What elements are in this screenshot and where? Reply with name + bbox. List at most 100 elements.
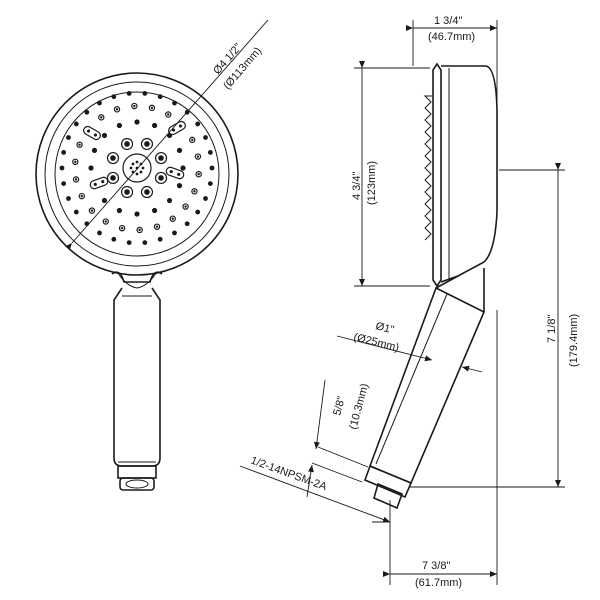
nozzle-hole	[80, 194, 83, 198]
thread-leader	[239, 465, 391, 523]
nozzle-hole	[101, 197, 108, 204]
nozzle-hole	[207, 150, 213, 155]
nozzle-hole	[133, 104, 136, 108]
nozzle-hole	[142, 91, 148, 96]
nozzle-hole	[172, 100, 177, 106]
nozzle-hole	[116, 207, 122, 214]
nozzle-hole	[126, 91, 132, 96]
nozzle-hole	[207, 181, 213, 186]
nozzle-hole	[158, 155, 164, 161]
nozzle-hole	[142, 240, 148, 245]
side-handle-edge	[375, 293, 448, 465]
nozzle-hole	[74, 160, 77, 164]
nozzle-hole	[134, 211, 140, 217]
slot-hole	[93, 133, 98, 137]
nozzle-hole	[124, 141, 130, 147]
nozzle-hole	[66, 196, 71, 201]
nozzle-slot	[89, 176, 109, 190]
nozzle-hole	[126, 240, 132, 245]
connector-metric: (10.3mm)	[347, 382, 371, 431]
nozzle-hole	[73, 209, 79, 215]
nozzle-hole	[84, 109, 90, 115]
hub-dot	[135, 160, 139, 164]
head-body	[440, 65, 498, 283]
depth-metric: (46.7mm)	[428, 31, 475, 43]
nozzle-hole	[193, 190, 196, 193]
nozzle-hole	[104, 220, 107, 223]
nozzle-hole	[196, 155, 200, 158]
nozzle-hole	[195, 121, 201, 127]
slot-hole	[93, 182, 97, 186]
nozzle-hole	[166, 197, 173, 204]
face-plate	[432, 62, 442, 288]
handle-thread	[119, 477, 155, 491]
side-connector	[363, 464, 413, 499]
nozzle-hole	[115, 108, 119, 111]
nozzle-slots	[83, 120, 186, 190]
connector-imperial: 5/8"	[331, 395, 348, 417]
nozzle-hole	[152, 122, 158, 129]
hub-dot	[135, 172, 139, 176]
nozzle-hole	[172, 230, 177, 236]
nozzle-hole	[134, 119, 140, 125]
side-handle	[368, 286, 486, 485]
front-view: Ø4 1/2" (Ø113mm)	[35, 19, 269, 491]
nozzle-hole	[120, 226, 124, 230]
hub-dot	[139, 170, 143, 174]
head-height-imperial: 4 3/4"	[351, 172, 363, 200]
nozzle-hole	[111, 236, 117, 242]
handle-connector	[117, 465, 157, 479]
hub-dot	[141, 166, 145, 170]
nozzle-hole	[203, 135, 208, 140]
nozzle-hole	[61, 181, 67, 186]
nozzle-hole	[176, 183, 183, 189]
nozzle-hole	[124, 189, 130, 195]
slot-hole	[86, 129, 91, 133]
nozzle-hole	[78, 143, 81, 146]
slot-hole	[101, 180, 105, 184]
spray-face	[54, 91, 220, 257]
handle-outlet	[125, 479, 149, 489]
nozzle-hole	[184, 221, 190, 227]
nozzle-hole	[171, 217, 174, 220]
nozzle-hole	[144, 141, 150, 147]
nozzle-hole	[110, 175, 116, 181]
head-inner-rim	[44, 81, 230, 267]
nozzle-hole	[73, 121, 79, 127]
nozzle-slot	[83, 125, 101, 141]
handle-diameter-imperial: Ø1"	[374, 320, 395, 336]
nozzle-hole	[209, 165, 215, 171]
side-view: 1 3/4" (46.7mm) 4 3/4" (123mm) 7 1/8" (1…	[239, 15, 580, 589]
handle-diameter-leader	[336, 335, 433, 362]
nozzle-hole	[88, 165, 94, 171]
nozzle-hole	[157, 94, 163, 100]
hub-dot	[129, 166, 133, 170]
handle-body	[113, 287, 161, 467]
slot-body	[83, 125, 101, 141]
projection-imperial: 7 3/8"	[422, 560, 450, 572]
nozzle-hole	[97, 100, 102, 106]
nozzle-hole	[91, 147, 98, 153]
nozzle-hole	[197, 172, 200, 176]
total-height-imperial: 7 1/8"	[546, 315, 558, 343]
nozzle-profile	[423, 95, 433, 241]
nozzle-hole	[74, 178, 78, 181]
nozzle-hole	[158, 175, 164, 181]
ext-line	[311, 462, 363, 483]
neck	[111, 271, 163, 283]
projection-metric: (61.7mm)	[415, 577, 462, 589]
nozzle-hole	[111, 94, 117, 100]
nozzle-hole	[180, 165, 186, 171]
nozzle-hole	[110, 155, 116, 161]
nozzle-hole	[100, 116, 103, 119]
nozzle-hole	[138, 228, 141, 232]
nozzle-slot	[168, 120, 186, 136]
nozzle-hole	[97, 230, 102, 236]
head-outer-rim	[35, 72, 239, 276]
connector-dim-leader	[313, 379, 326, 450]
handle-diameter-leader	[461, 365, 483, 373]
nozzle-hole	[167, 113, 170, 116]
total-height-metric: (179.4mm)	[568, 314, 580, 367]
hub-dot	[131, 162, 135, 166]
